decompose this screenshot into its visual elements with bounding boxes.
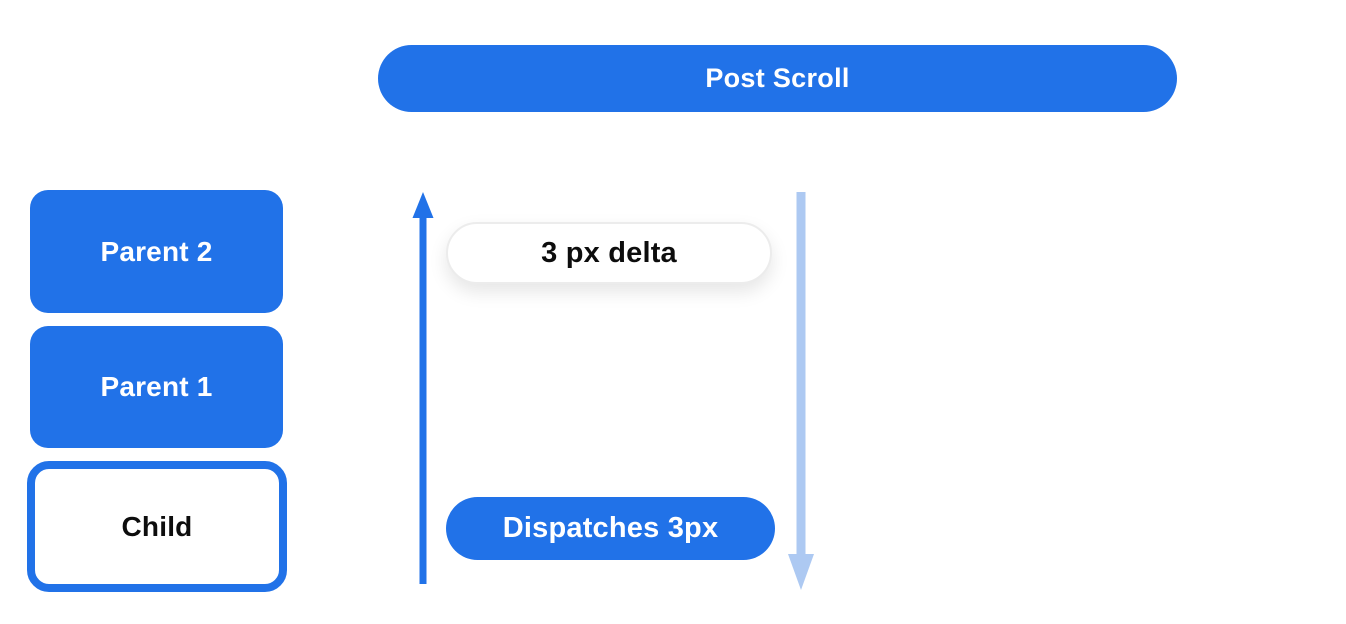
node-parent-2: Parent 2 [30,190,283,313]
dispatch-badge: Dispatches 3px [446,497,775,560]
node-parent-1: Parent 1 [30,326,283,448]
dispatch-badge-label: Dispatches 3px [502,512,719,544]
delta-badge: 3 px delta [446,222,772,284]
arrow-down-icon [788,192,814,590]
delta-badge-label: 3 px delta [541,236,677,269]
node-parent-1-label: Parent 1 [100,371,213,402]
post-scroll-banner-label: Post Scroll [705,63,850,93]
node-child: Child [27,461,287,592]
node-child-label: Child [121,510,193,542]
post-scroll-banner: Post Scroll [378,45,1177,112]
arrow-up-icon [412,192,434,584]
node-parent-2-label: Parent 2 [100,235,213,267]
